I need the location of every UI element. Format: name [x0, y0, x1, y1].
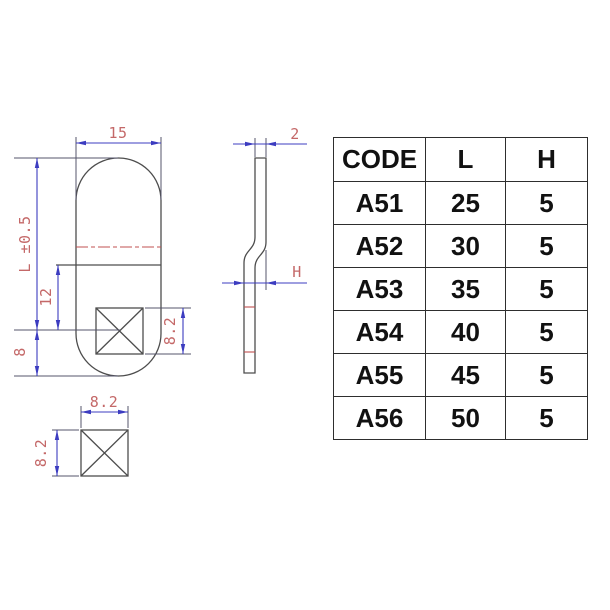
arrowhead [76, 140, 86, 146]
dim-front-length-label: L ±0.5 [16, 215, 34, 272]
arrowhead [34, 320, 40, 330]
arrowhead [55, 265, 61, 275]
cell-code: A52 [333, 224, 426, 268]
table-row: A51 25 5 [333, 181, 588, 225]
dim-side-thickness-label: 2 [290, 125, 300, 143]
dim-detail-height-label: 8.2 [32, 439, 50, 468]
cell-l: 35 [425, 267, 506, 311]
dim-side-thickness: 2 [233, 125, 307, 147]
dim-front-step: 12 [37, 265, 61, 330]
arrowhead [81, 409, 91, 415]
cell-l: 50 [425, 396, 506, 440]
dim-front-length: L ±0.5 [16, 158, 40, 330]
dim-detail-width-label: 8.2 [90, 393, 119, 411]
arrowhead [118, 409, 128, 415]
cell-code: A54 [333, 310, 426, 354]
dim-front-width-label: 15 [108, 124, 127, 142]
detail-view: 8.2 8.2 [32, 393, 129, 477]
dim-front-width: 15 [76, 124, 161, 146]
arrowhead [180, 308, 186, 318]
arrowhead [34, 158, 40, 168]
arrowhead [54, 466, 60, 476]
cell-h: 5 [505, 310, 588, 354]
col-header-l: L [425, 137, 506, 182]
cell-h: 5 [505, 353, 588, 397]
plate-outline [75, 157, 162, 377]
dim-side-offset-label: H [292, 263, 302, 281]
table-row: A53 35 5 [333, 267, 588, 311]
dim-detail-width: 8.2 [81, 393, 128, 415]
cell-l: 40 [425, 310, 506, 354]
square-hole-diagonal [95, 307, 144, 355]
cell-l: 30 [425, 224, 506, 268]
table-row: A54 40 5 [333, 310, 588, 354]
cell-l: 45 [425, 353, 506, 397]
side-profile-outline [243, 157, 267, 374]
col-header-code: CODE [333, 137, 426, 182]
arrowhead [34, 366, 40, 376]
detail-square-diagonal [80, 429, 129, 477]
dim-side-offset: H [222, 263, 307, 286]
arrowhead [180, 344, 186, 354]
front-view: 15 L ±0.5 12 8 [11, 124, 191, 377]
arrowhead [266, 280, 276, 286]
dim-front-hole: 8.2 [161, 308, 186, 354]
cell-code: A56 [333, 396, 426, 440]
table-row: A52 30 5 [333, 224, 588, 268]
dim-front-hole-label: 8.2 [161, 317, 179, 346]
arrowhead [54, 430, 60, 440]
spec-table-header-row: CODE L H [333, 137, 588, 182]
table-row: A56 50 5 [333, 396, 588, 440]
arrowhead [55, 320, 61, 330]
cell-code: A53 [333, 267, 426, 311]
table-row: A55 45 5 [333, 353, 588, 397]
col-header-h: H [505, 137, 588, 182]
arrowhead [245, 141, 255, 147]
side-view: 2 H [222, 125, 307, 374]
square-hole [95, 307, 144, 355]
arrowhead [234, 280, 244, 286]
cell-l: 25 [425, 181, 506, 225]
cell-h: 5 [505, 224, 588, 268]
cell-code: A55 [333, 353, 426, 397]
cell-h: 5 [505, 396, 588, 440]
dim-front-step-label: 12 [37, 287, 55, 306]
dim-detail-height: 8.2 [32, 430, 60, 476]
detail-square [80, 429, 129, 477]
dim-front-bottom-label: 8 [11, 347, 29, 357]
cell-h: 5 [505, 267, 588, 311]
arrowhead [266, 141, 276, 147]
spec-table: CODE L H A51 25 5 A52 30 5 A53 35 5 A5 [333, 137, 588, 440]
cell-h: 5 [505, 181, 588, 225]
arrowhead [34, 330, 40, 340]
arrowhead [151, 140, 161, 146]
cell-code: A51 [333, 181, 426, 225]
dim-front-bottom: 8 [11, 330, 40, 376]
